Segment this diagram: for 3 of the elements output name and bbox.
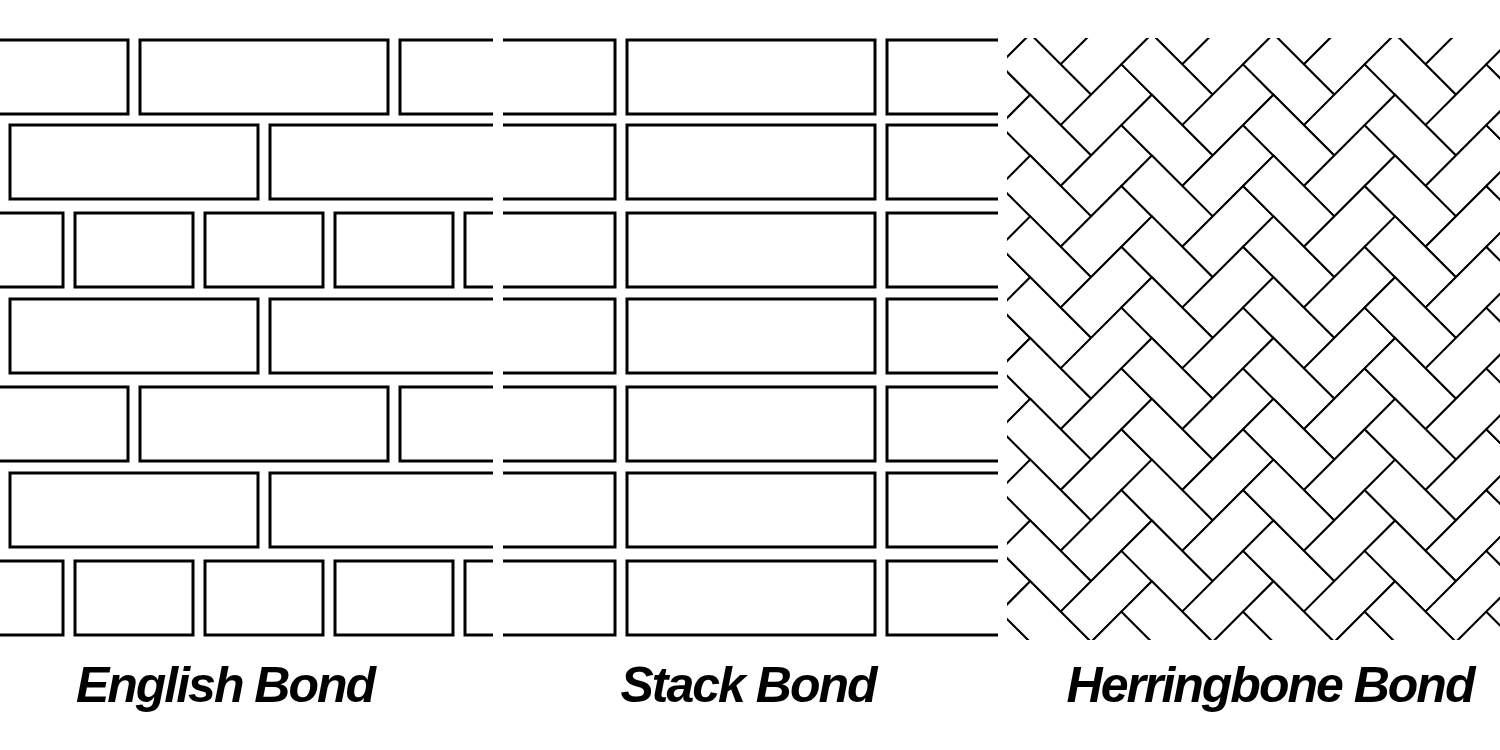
pattern-caption: Stack Bond: [619, 656, 879, 715]
pattern-caption: English Bond: [74, 656, 378, 715]
pattern-caption: Herringbone Bond: [1065, 656, 1477, 715]
